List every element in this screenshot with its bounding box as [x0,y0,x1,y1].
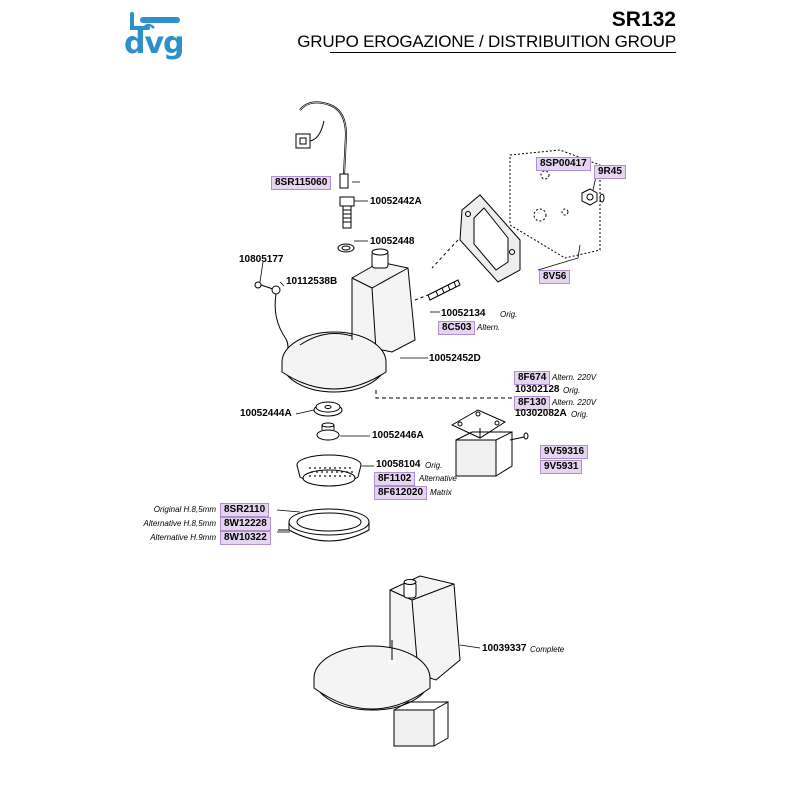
screen-hole [351,471,353,473]
part-8W10322: 8W10322 [220,531,271,545]
dvg-logo-icon [130,12,180,30]
screen-hole [344,475,346,477]
part-9R45: 9R45 [594,165,626,179]
note-10302128: Orig. [563,386,581,395]
screen-hole [349,467,351,469]
complete-group [313,575,461,747]
screen-hole [319,475,321,477]
part-10052446A: 10052446A [372,430,424,441]
gasket [431,194,521,283]
part-10052444A: 10052444A [240,408,292,419]
screen-hole [339,467,341,469]
note-8C503: Altern. [477,323,501,332]
group-gasket [278,508,370,542]
note-10058104: Orig. [425,461,443,470]
note-8F612020: Matrix [430,488,452,497]
nut [581,188,605,206]
screen-hole [329,467,331,469]
part-9V59316: 9V59316 [540,445,589,459]
screen-hole [321,471,323,473]
note-8F674: Altern. 220V [552,373,597,382]
page-subtitle: GRUPO EROGAZIONE / DISTRIBUITION GROUP [297,32,676,51]
screen-hole [331,471,333,473]
note-10302082A: Orig. [571,410,589,419]
note-8W10322: Alternative H.9mm [150,533,216,542]
screen-hole [316,471,318,473]
screen-hole [319,467,321,469]
distribution-group-body [281,248,416,393]
part-10052442A: 10052442A [370,196,422,207]
note-10052134: Orig. [500,310,518,319]
screen-hole [329,475,331,477]
screen-hole [341,471,343,473]
screen-hole [326,471,328,473]
page-code: SR132 [611,8,676,31]
part-10112538B: 10112538B [286,276,338,287]
note-8W12228: Alternative H.8,5mm [143,519,216,528]
mounting-plate [509,149,601,259]
small-gasket [316,422,340,441]
note-8F130: Altern. 220V [552,398,597,407]
part-10052448: 10052448 [370,236,415,247]
screen-hole [336,471,338,473]
probe-screw [337,196,355,253]
screen-hole [349,475,351,477]
part-10052134: 10052134 [441,308,486,319]
solenoid-valve [375,390,529,477]
part-8F130: 8F130 [514,396,551,410]
cable-connector [295,101,349,189]
part-8F612020: 8F612020 [374,486,428,500]
screen-hole [311,471,313,473]
part-10039337: 10039337 [482,643,527,654]
note-8F1102: Alternative [419,474,457,483]
part-8F674: 8F674 [514,371,551,385]
shower-screen-holes [309,467,353,477]
screen-hole [314,467,316,469]
part-8SP00417: 8SP00417 [536,157,591,171]
part-10302128: 10302128 [515,384,560,395]
screen-hole [346,471,348,473]
part-8V56: 8V56 [539,270,571,284]
screen-hole [344,467,346,469]
part-8SR115060: 8SR115060 [271,176,332,190]
part-8C503: 8C503 [438,321,476,335]
shower-screen [296,454,362,487]
part-10302082A: 10302082A [515,408,567,419]
screen-hole [339,475,341,477]
part-10805177: 10805177 [239,254,284,265]
screen-hole [314,475,316,477]
ground-screw [254,281,289,356]
part-8W12228: 8W12228 [220,517,271,531]
part-10058104: 10058104 [376,459,421,470]
part-10052452D: 10052452D [429,353,481,364]
screen-hole [324,475,326,477]
screen-hole [324,467,326,469]
screen-hole [334,467,336,469]
note-8SR2110: Original H.8,5mm [153,505,216,514]
screen-hole [309,475,311,477]
note-10039337: Complete [530,645,565,654]
part-9V5931: 9V5931 [540,460,583,474]
header-divider [330,52,676,53]
screen-hole [334,475,336,477]
brand-name: dvg [124,26,185,61]
screen-hole [309,467,311,469]
part-8F1102: 8F1102 [374,472,416,486]
threaded-stud [414,279,461,301]
distribution-disk [313,401,343,417]
part-8SR2110: 8SR2110 [220,503,270,517]
